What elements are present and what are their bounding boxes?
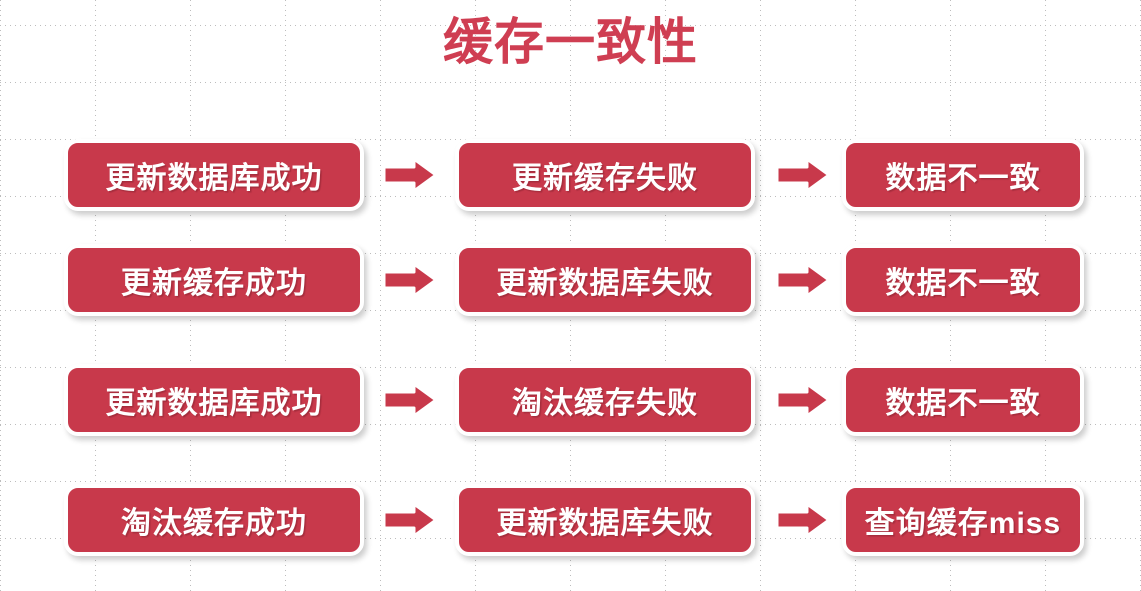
flow-node[interactable]: 更新缓存失败 — [455, 139, 755, 211]
grid-line-horizontal — [0, 25, 1141, 26]
flow-node[interactable]: 更新数据库失败 — [455, 484, 755, 556]
page-title: 缓存一致性 — [443, 14, 698, 70]
flow-node[interactable]: 查询缓存miss — [842, 484, 1084, 556]
flow-node-label: 更新数据库成功 — [105, 387, 323, 420]
flow-node-label: 数据不一致 — [885, 387, 1041, 420]
flow-node-label: 淘汰缓存失败 — [512, 387, 698, 420]
arrow-right-icon — [775, 157, 831, 193]
flow-node-label: 数据不一致 — [885, 162, 1041, 195]
flow-row: 更新数据库成功 淘汰缓存失败 数据不一致 — [0, 364, 1141, 436]
flow-node[interactable]: 数据不一致 — [842, 364, 1084, 436]
grid-line-vertical — [760, 0, 761, 591]
flow-node[interactable]: 数据不一致 — [842, 139, 1084, 211]
arrow-right-icon — [382, 157, 438, 193]
flow-node-label: 更新缓存成功 — [121, 267, 307, 300]
grid-line-horizontal — [0, 481, 1141, 482]
flow-node[interactable]: 数据不一致 — [842, 244, 1084, 316]
arrow-right-icon — [382, 502, 438, 538]
flow-node[interactable]: 淘汰缓存失败 — [455, 364, 755, 436]
flow-node-label: 淘汰缓存成功 — [121, 507, 307, 540]
flow-row: 更新缓存成功 更新数据库失败 数据不一致 — [0, 244, 1141, 316]
flow-node[interactable]: 更新数据库成功 — [64, 139, 364, 211]
flow-node-label: 数据不一致 — [885, 267, 1041, 300]
arrow-right-icon — [382, 262, 438, 298]
flow-node-label: 更新数据库失败 — [496, 507, 714, 540]
arrow-right-icon — [382, 382, 438, 418]
flow-node-label: 查询缓存miss — [864, 507, 1062, 540]
arrow-right-icon — [775, 262, 831, 298]
grid-line-vertical — [380, 0, 381, 591]
flow-node-label: 更新数据库成功 — [105, 162, 323, 195]
flow-row: 淘汰缓存成功 更新数据库失败 查询缓存miss — [0, 484, 1141, 556]
grid-line-vertical — [0, 0, 1, 591]
flow-node[interactable]: 更新缓存成功 — [64, 244, 364, 316]
flow-node[interactable]: 淘汰缓存成功 — [64, 484, 364, 556]
flow-node-label: 更新缓存失败 — [512, 162, 698, 195]
flow-node[interactable]: 更新数据库失败 — [455, 244, 755, 316]
flow-node-label: 更新数据库失败 — [496, 267, 714, 300]
arrow-right-icon — [775, 502, 831, 538]
arrow-right-icon — [775, 382, 831, 418]
flow-row: 更新数据库成功 更新缓存失败 数据不一致 — [0, 139, 1141, 211]
grid-line-horizontal — [0, 82, 1141, 83]
flow-node[interactable]: 更新数据库成功 — [64, 364, 364, 436]
